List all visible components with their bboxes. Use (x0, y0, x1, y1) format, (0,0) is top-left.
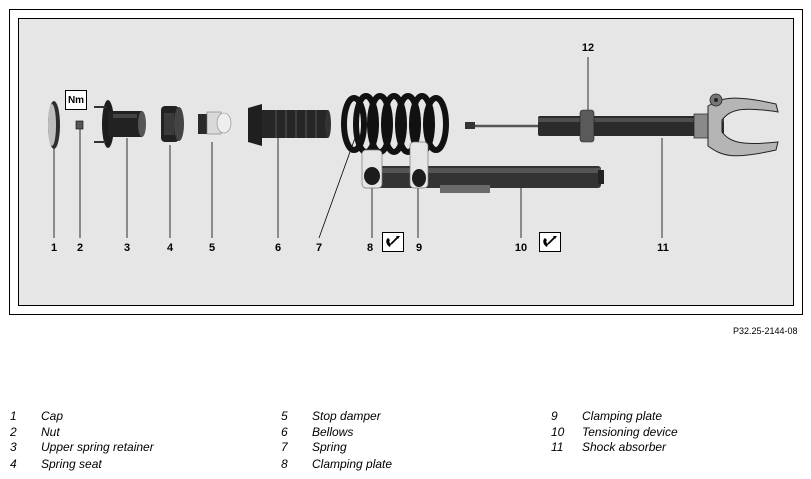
legend-number: 1 (10, 409, 17, 423)
legend-label: Shock absorber (582, 440, 667, 454)
special-tool-icon (539, 232, 561, 252)
legend-number: 8 (281, 457, 288, 471)
legend-label: Spring (312, 440, 347, 454)
legend-item: 11 Shock absorber (551, 440, 666, 454)
spring-seat-part (161, 106, 184, 142)
legend-label: Clamping plate (582, 409, 663, 423)
legend-number: 3 (10, 440, 17, 454)
spring-part (341, 93, 449, 155)
legend-item: 9 Clamping plate (551, 409, 662, 423)
clamping-plate-8-part (361, 149, 383, 189)
tensioning-device-part (365, 166, 604, 193)
legend-item: 6 Bellows (281, 425, 353, 439)
legend-item: 2 Nut (10, 425, 60, 439)
legend-label: Cap (41, 409, 64, 423)
legend-number: 10 (551, 425, 565, 439)
legend-item: 1 Cap (10, 409, 63, 423)
legend-label: Nut (41, 425, 60, 439)
legend-item: 4 Spring seat (10, 457, 102, 471)
stop-damper-part (198, 111, 232, 135)
callout-8: 8 (366, 242, 374, 254)
callout-12: 12 (581, 42, 595, 54)
strut-assembly-drawing (48, 57, 779, 239)
callout-11: 11 (657, 242, 669, 254)
upper-spring-retainer-part (94, 100, 146, 148)
legend-number: 11 (551, 440, 564, 454)
callout-3: 3 (123, 242, 131, 254)
legend-number: 9 (551, 409, 558, 423)
exploded-view-figure: 1 2 3 4 5 6 7 8 9 10 11 12 Nm (9, 9, 803, 315)
figure-reference: P32.25-2144-08 (733, 326, 798, 336)
callout-1: 1 (50, 242, 58, 254)
legend-item: 7 Spring (281, 440, 347, 454)
clamping-plate-9-part (409, 141, 429, 189)
wrench-icon (386, 236, 400, 247)
legend-number: 4 (10, 457, 17, 471)
legend-label: Clamping plate (312, 457, 393, 471)
callout-5: 5 (208, 242, 216, 254)
nut-part (75, 120, 84, 130)
callout-4: 4 (166, 242, 174, 254)
cap-part (48, 101, 60, 149)
legend-number: 5 (281, 409, 288, 423)
legend-item: 3 Upper spring retainer (10, 440, 154, 454)
callout-6: 6 (274, 242, 282, 254)
callout-7: 7 (315, 242, 323, 254)
legend-number: 6 (281, 425, 288, 439)
legend-label: Tensioning device (582, 425, 678, 439)
bellows-part (248, 104, 331, 146)
leader-lines (53, 57, 663, 239)
shock-absorber-part (465, 93, 779, 157)
torque-symbol-label: Nm (67, 94, 85, 106)
callout-9: 9 (415, 242, 423, 254)
legend-item: 8 Clamping plate (281, 457, 392, 471)
legend-label: Spring seat (41, 457, 102, 471)
legend-item: 10 Tensioning device (551, 425, 678, 439)
figure-frame (18, 18, 794, 306)
legend-item: 5 Stop damper (281, 409, 381, 423)
legend-label: Bellows (312, 425, 354, 439)
torque-icon: Nm (65, 90, 87, 110)
legend-number: 7 (281, 440, 288, 454)
legend-label: Upper spring retainer (41, 440, 154, 454)
legend-number: 2 (10, 425, 17, 439)
callout-2: 2 (76, 242, 84, 254)
legend-label: Stop damper (312, 409, 381, 423)
wrench-icon (543, 236, 557, 247)
callout-10: 10 (514, 242, 528, 254)
special-tool-icon (382, 232, 404, 252)
